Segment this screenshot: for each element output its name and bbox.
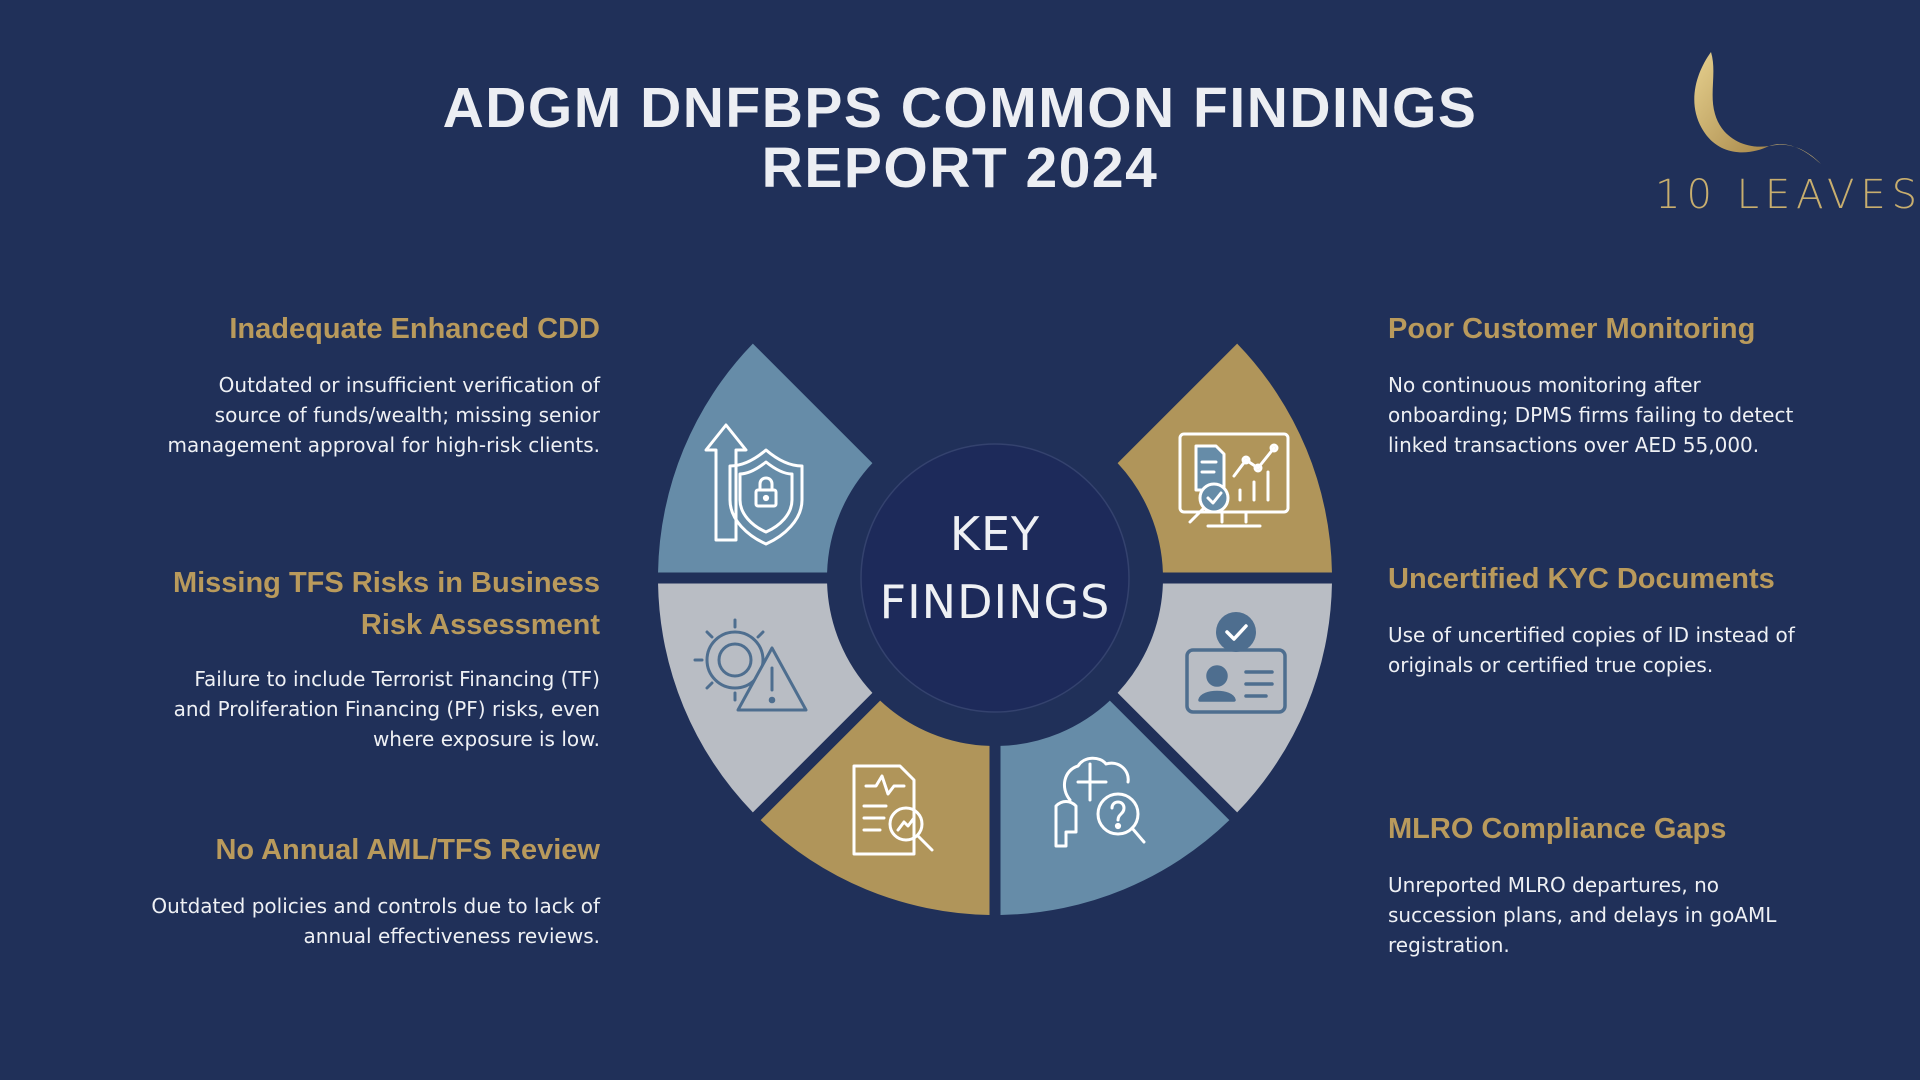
finding-body: No continuous monitoring after onboardin… [1388, 373, 1794, 457]
gold-leaf-icon [1694, 52, 1821, 164]
monitor-analytics-icon [1178, 432, 1290, 528]
page-title: ADGM DNFBPS COMMON FINDINGS REPORT 2024 [0, 78, 1920, 198]
hub-label-line-1: KEY [949, 507, 1041, 561]
hub-label-line-2: FINDINGS [879, 575, 1111, 629]
finding-missing-tfs-risks: Missing TFS Risks in Business Risk Asses… [130, 562, 600, 754]
finding-mlro-compliance-gaps: MLRO Compliance Gaps Unreported MLRO dep… [1388, 808, 1808, 960]
finding-heading: Inadequate Enhanced CDD [229, 313, 600, 345]
finding-body: Unreported MLRO departures, no successio… [1388, 873, 1777, 957]
page-title-line-1: ADGM DNFBPS COMMON FINDINGS [442, 76, 1478, 140]
wheel-segment-brain-puzzle-search [760, 700, 990, 915]
finding-heading: Poor Customer Monitoring [1388, 313, 1756, 345]
finding-body: Outdated or insufficient verification of… [167, 373, 600, 457]
brain-puzzle-search-icon [1054, 756, 1146, 848]
id-card-verified-icon [1185, 612, 1287, 714]
page-title-line-2: REPORT 2024 [761, 136, 1159, 200]
finding-no-annual-review: No Annual AML/TFS Review Outdated polici… [130, 829, 600, 951]
finding-heading: MLRO Compliance Gaps [1388, 813, 1727, 845]
finding-uncertified-kyc: Uncertified KYC Documents Use of uncerti… [1388, 558, 1808, 680]
finding-heading: No Annual AML/TFS Review [215, 834, 600, 866]
hub-label: KEY FINDINGS [860, 500, 1130, 636]
finding-heading: Uncertified KYC Documents [1388, 563, 1775, 595]
logo-text: 10 LEAVES [1655, 172, 1920, 218]
finding-heading: Missing TFS Risks in Business Risk Asses… [172, 567, 600, 641]
shield-lock-growth-icon [704, 423, 804, 546]
finding-body: Use of uncertified copies of ID instead … [1388, 623, 1795, 677]
finding-body: Failure to include Terrorist Financing (… [173, 667, 600, 751]
wheel-segment-document-magnifier [1000, 700, 1230, 915]
document-magnifier-icon [852, 764, 934, 856]
finding-poor-customer-monitoring: Poor Customer Monitoring No continuous m… [1388, 308, 1808, 460]
wheel-segment-monitor-analytics [658, 343, 873, 573]
wheel-hub [860, 443, 1130, 713]
logo: 10 LEAVES [1655, 50, 1920, 230]
finding-inadequate-enhanced-cdd: Inadequate Enhanced CDD Outdated or insu… [130, 308, 600, 460]
gear-warning-icon [693, 618, 808, 712]
finding-body: Outdated policies and controls due to la… [151, 894, 600, 948]
